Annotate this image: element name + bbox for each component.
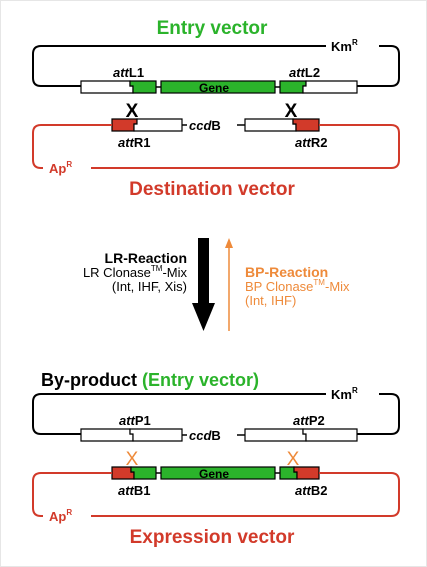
top-cross-right: X xyxy=(285,101,298,122)
dest-apr-label: ApR xyxy=(49,160,72,176)
attr1-label: attR1 xyxy=(118,135,151,150)
entry-vector-backbone xyxy=(32,45,400,87)
expr-attb1-green-block xyxy=(130,466,157,480)
entry-attl1-green-block xyxy=(129,80,157,94)
attb2-label: attB2 xyxy=(295,483,328,498)
expression-vector-title: Expression vector xyxy=(130,527,295,548)
attp2-label: attP2 xyxy=(293,413,325,428)
lr-reaction-components: (Int, IHF, Xis) xyxy=(112,279,187,294)
dest-attr1-white-block xyxy=(133,118,183,132)
byproduct-attp1-left-block xyxy=(80,428,134,442)
attl2-label: attL2 xyxy=(289,65,320,80)
bottom-cross-right: X xyxy=(287,449,300,470)
byproduct-ccdb-label: ccdB xyxy=(189,428,221,443)
expression-vector-backbone xyxy=(32,472,400,517)
dest-ccdb-label: ccdB xyxy=(189,118,221,133)
entry-vector-title: Entry vector xyxy=(157,18,268,39)
lr-reaction-enzyme: LR ClonaseTM-Mix xyxy=(83,264,188,280)
lr-reaction-arrow xyxy=(192,238,215,331)
expr-apr-label: ApR xyxy=(49,508,72,524)
bp-reaction-enzyme: BP ClonaseTM-Mix xyxy=(245,278,350,294)
expr-gene-label: Gene xyxy=(199,467,229,481)
entry-attl2-green-block xyxy=(279,80,307,94)
top-cross-left: X xyxy=(126,101,139,122)
dest-attr2-white-block xyxy=(244,118,297,132)
attb1-label: attB1 xyxy=(118,483,151,498)
byproduct-kmr-label: KmR xyxy=(331,386,358,402)
byproduct-backbone xyxy=(32,393,400,435)
bottom-cross-left: X xyxy=(126,449,139,470)
bp-reaction-components: (Int, IHF) xyxy=(245,293,296,308)
attr2-label: attR2 xyxy=(295,135,328,150)
entry-gene-label: Gene xyxy=(199,81,229,95)
attp1-label: attP1 xyxy=(119,413,151,428)
dest-attr1-red-block xyxy=(111,118,138,132)
destination-vector-backbone xyxy=(32,124,400,169)
entry-attl2-white-block xyxy=(302,80,358,94)
expr-attb2-red-block xyxy=(293,466,320,480)
bp-reaction-arrow-head xyxy=(225,238,233,248)
dest-attr2-red-block xyxy=(292,118,320,132)
entry-attl1-white-block xyxy=(80,80,134,94)
bp-reaction-title: BP-Reaction xyxy=(245,264,328,280)
byproduct-attp2-left-block xyxy=(244,428,307,442)
destination-vector-title: Destination vector xyxy=(129,179,295,200)
attl1-label: attL1 xyxy=(113,65,144,80)
lr-reaction-title: LR-Reaction xyxy=(105,250,187,266)
byproduct-title: By-product (Entry vector) xyxy=(41,370,259,390)
entry-kmr-label: KmR xyxy=(331,38,358,54)
byproduct-attp1-right-block xyxy=(129,428,183,442)
byproduct-attp2-right-block xyxy=(302,428,358,442)
